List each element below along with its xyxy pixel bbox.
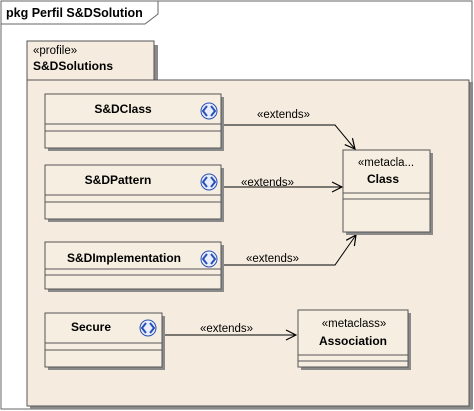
extends-connector	[222, 124, 355, 149]
stereotype-icon	[139, 319, 157, 337]
metaclass-class[interactable]: «metacla... Class	[342, 149, 433, 235]
metaclass-stereotype: «metaclass»	[322, 318, 387, 330]
metaclass-association[interactable]: «metaclass» Association	[297, 309, 411, 370]
extends-label: «extends»	[257, 109, 310, 121]
stereotype-sdimplementation[interactable]: S&DImplementation	[44, 241, 224, 292]
stereotype-icon	[200, 102, 218, 120]
stereotype-sdclass[interactable]: S&DClass	[44, 93, 224, 151]
package-name: S&DSolutions	[33, 59, 113, 73]
stereotype-name: S&DClass	[94, 102, 152, 116]
stereotype-sdpattern[interactable]: S&DPattern	[44, 164, 224, 222]
stereotype-icon	[200, 173, 218, 191]
extends-label: «extends»	[246, 253, 299, 265]
stereotype-secure[interactable]: Secure	[44, 312, 165, 370]
package-stereotype: «profile»	[33, 45, 77, 57]
metaclass-name: Association	[319, 334, 387, 348]
extension-lines: «extends» «extends» «extends» «extends»	[163, 109, 356, 335]
stereotype-name: S&DImplementation	[67, 251, 181, 265]
extends-label: «extends»	[241, 177, 294, 189]
frame-label: pkg Perfil S&DSolution	[6, 6, 143, 20]
stereotype-icon	[200, 250, 218, 268]
stereotype-name: Secure	[71, 320, 111, 334]
stereotype-name: S&DPattern	[85, 173, 152, 187]
extends-label: «extends»	[200, 323, 253, 335]
extends-connector	[222, 235, 356, 266]
metaclass-name: Class	[367, 172, 399, 186]
metaclass-stereotype: «metacla...	[358, 157, 414, 169]
